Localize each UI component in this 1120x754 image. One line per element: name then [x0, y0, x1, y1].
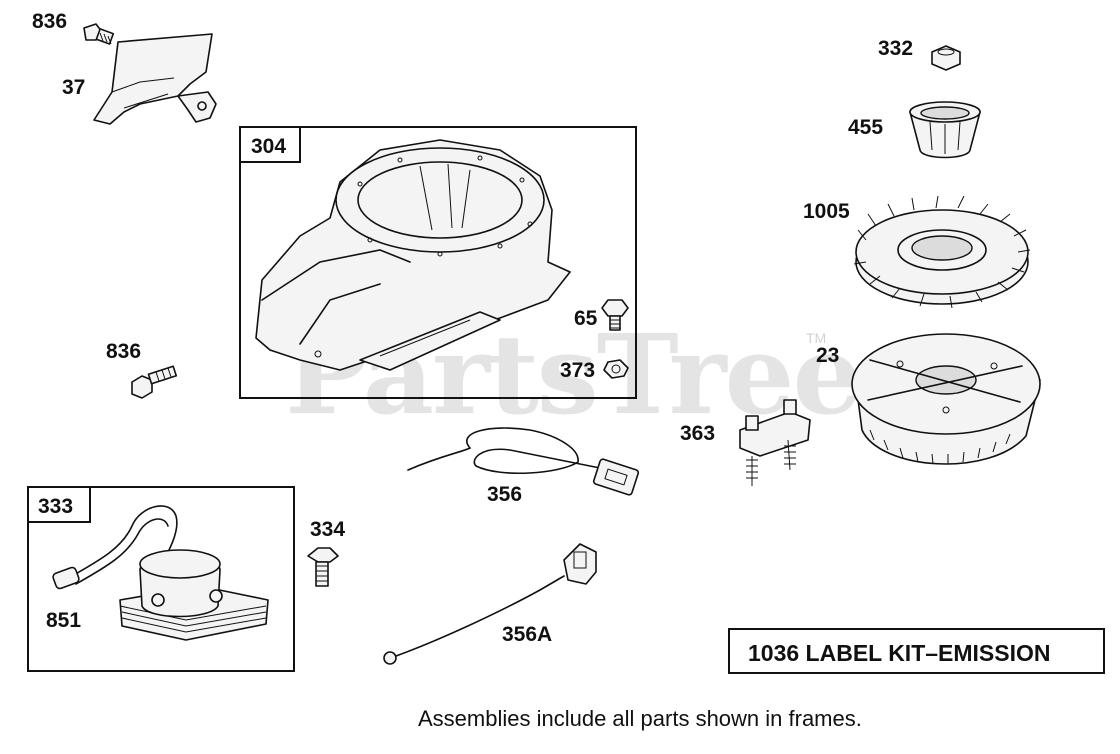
part-332-nut[interactable]	[931, 45, 961, 71]
frame-label-333: 333	[38, 495, 73, 518]
part-65-bolt[interactable]	[601, 299, 629, 331]
label-kit-text: 1036 LABEL KIT–EMISSION	[748, 640, 1051, 666]
part-23-flywheel[interactable]	[851, 333, 1041, 465]
part-836-bolt-top[interactable]	[83, 23, 115, 45]
part-1005-fan[interactable]	[853, 195, 1031, 309]
callout-23: 23	[816, 344, 839, 367]
callout-332: 332	[878, 37, 913, 60]
part-304-blower-housing[interactable]	[255, 139, 571, 371]
part-356-wire[interactable]	[407, 427, 640, 496]
part-455-starter-cup[interactable]	[909, 101, 981, 159]
callout-356a: 356A	[502, 623, 552, 646]
frame-304: 304	[239, 126, 637, 399]
callout-1005: 1005	[803, 200, 850, 223]
callout-363: 363	[680, 422, 715, 445]
part-363-bracket[interactable]	[739, 399, 811, 486]
part-334-screw[interactable]	[307, 547, 339, 587]
part-356a-ground-wire[interactable]	[383, 543, 597, 665]
callout-373: 373	[560, 359, 595, 382]
callout-356: 356	[487, 483, 522, 506]
part-373-nut[interactable]	[603, 359, 629, 379]
callout-334: 334	[310, 518, 345, 541]
label-kit-box: 1036 LABEL KIT–EMISSION	[728, 628, 1105, 674]
callout-836-top: 836	[32, 10, 67, 33]
callout-65: 65	[574, 307, 598, 330]
watermark-trademark: TM	[806, 330, 826, 346]
frame-label-304: 304	[251, 135, 286, 158]
callout-851: 851	[46, 609, 81, 632]
frame-333: 333	[27, 486, 295, 672]
callout-37: 37	[62, 76, 85, 99]
part-333-ignition-armature[interactable]	[52, 505, 269, 641]
part-37-deflector[interactable]	[93, 33, 217, 125]
footer-note: Assemblies include all parts shown in fr…	[418, 706, 862, 731]
callout-836-left: 836	[106, 340, 141, 363]
part-836-bolt-left[interactable]	[131, 365, 178, 399]
callout-455: 455	[848, 116, 883, 139]
